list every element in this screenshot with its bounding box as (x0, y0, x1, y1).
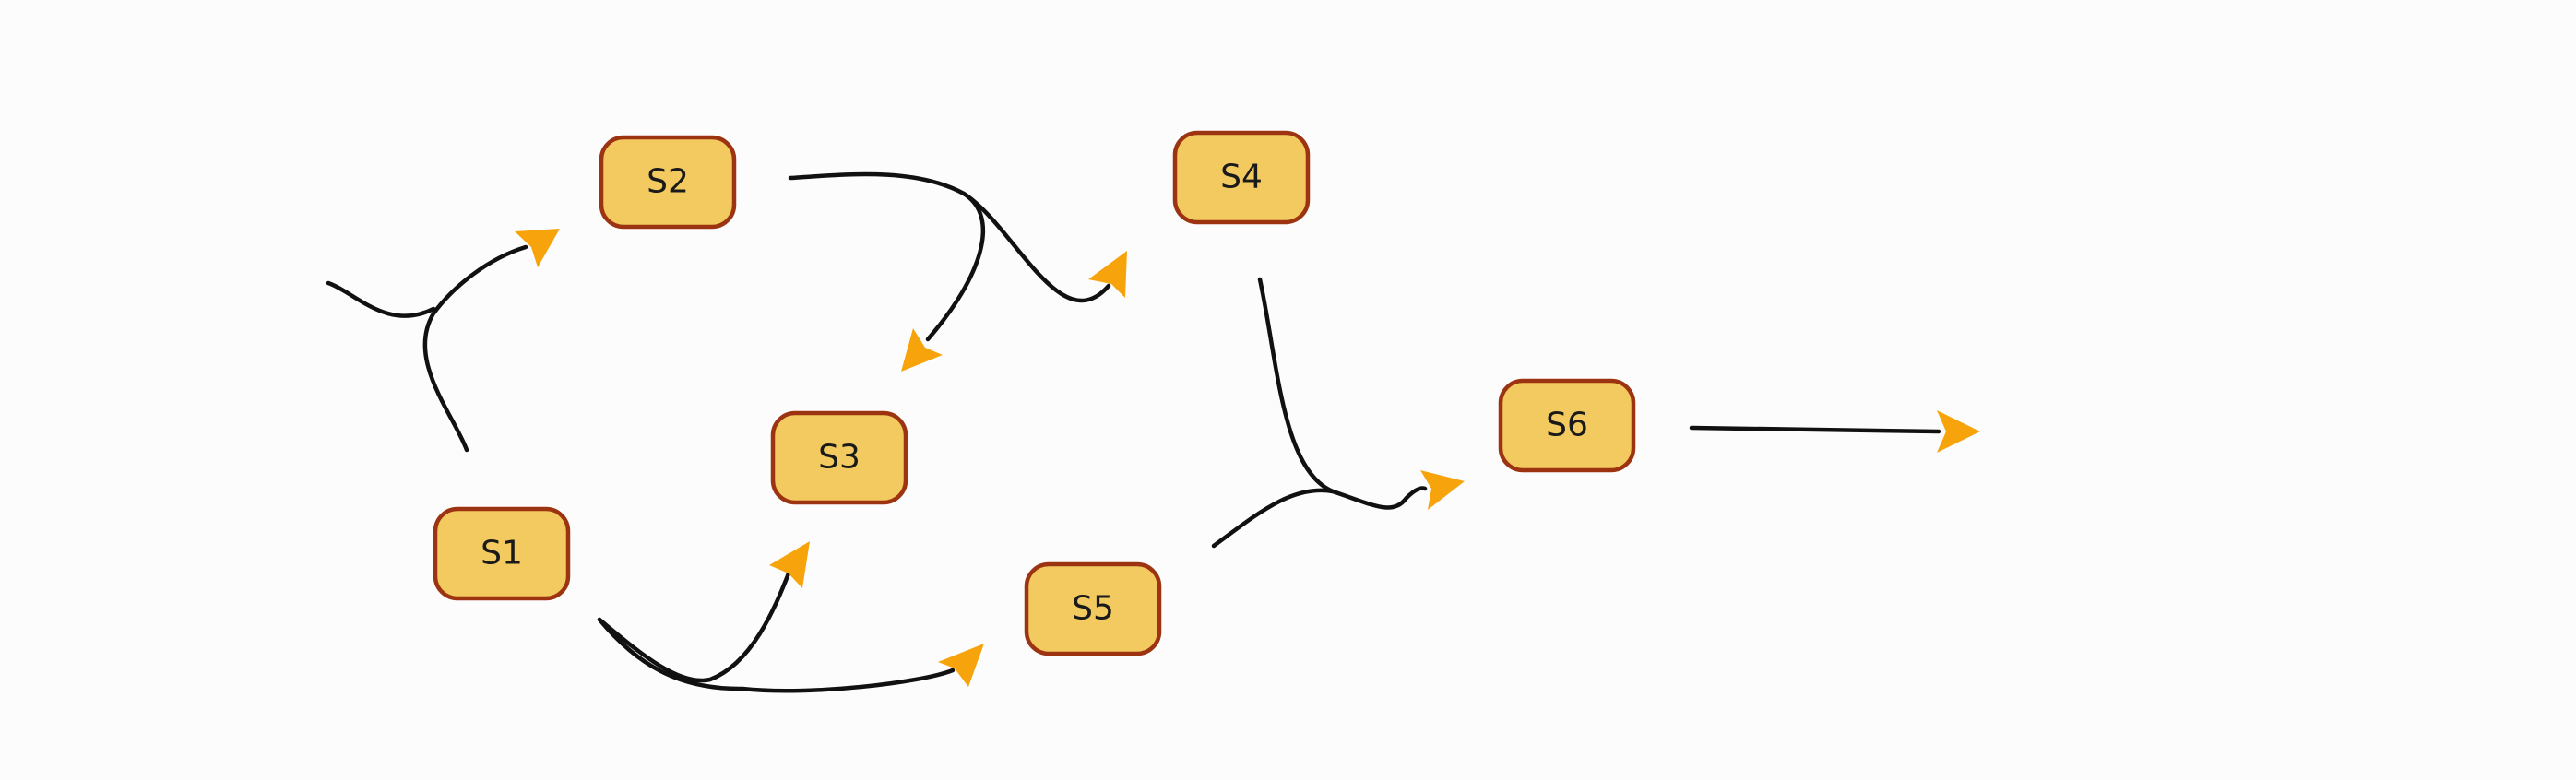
arrowhead-to-s2 (515, 229, 560, 267)
arrowhead-to-s5 (938, 644, 984, 687)
node-s3-label: S3 (818, 439, 861, 477)
node-s2-label: S2 (647, 163, 689, 201)
node-s3[interactable]: S3 (770, 410, 908, 505)
node-s2-box (599, 135, 737, 230)
node-s5[interactable]: S5 (1024, 561, 1162, 656)
arrowhead-to-s6 (1420, 470, 1465, 510)
arrowhead-exit (1937, 410, 1980, 453)
arrowhead-to-s3-from-s1 (769, 541, 810, 588)
arrowhead-to-s4 (1088, 251, 1127, 298)
edge-s6-exit (1689, 425, 1941, 434)
arrowhead-layer (515, 229, 1980, 687)
node-s2[interactable]: S2 (599, 135, 737, 230)
edge-s1-to-s5 (597, 617, 956, 693)
edge-entry-to-s2 (326, 280, 436, 318)
edge-layer (326, 171, 1941, 693)
edge-s4-to-s6 (1257, 277, 1428, 510)
node-s1-box (433, 506, 571, 601)
node-s6-label: S6 (1546, 407, 1588, 444)
edge-s2-to-s3 (925, 191, 986, 342)
node-s4[interactable]: S4 (1172, 130, 1311, 225)
node-s4-box (1172, 130, 1311, 225)
node-layer: S1 S2 S3 S4 S5 S6 (433, 130, 1636, 656)
edge-s1-to-s2 (422, 244, 528, 453)
node-s1[interactable]: S1 (433, 506, 571, 601)
node-s5-label: S5 (1072, 590, 1114, 628)
node-s4-label: S4 (1220, 159, 1263, 196)
node-s1-label: S1 (481, 535, 523, 573)
arrowhead-to-s3-from-s2 (901, 328, 943, 372)
node-s3-box (770, 410, 908, 505)
node-s5-box (1024, 561, 1162, 656)
edge-s1-to-s3 (597, 571, 791, 683)
edge-s2-to-s4 (788, 171, 1111, 303)
node-s6[interactable]: S6 (1498, 378, 1636, 473)
edge-s5-to-s6 (1211, 488, 1335, 549)
node-s6-box (1498, 378, 1636, 473)
